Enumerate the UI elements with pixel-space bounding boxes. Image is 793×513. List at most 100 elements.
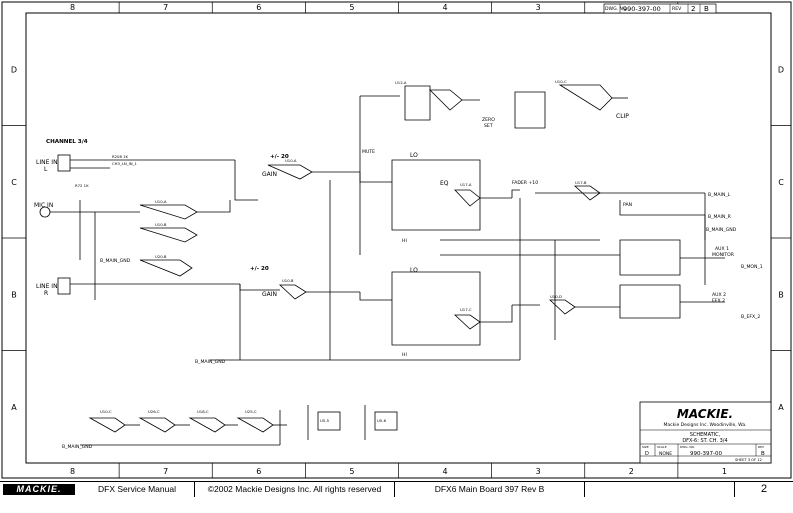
aux1-label-2: MONITOR bbox=[712, 252, 735, 258]
line-in-r-label-2: R bbox=[44, 290, 48, 297]
line-in-l-jack bbox=[57, 154, 71, 172]
eq-label: EQ bbox=[440, 180, 449, 187]
zone-column-label: 3 bbox=[536, 467, 541, 476]
rev-part-1: 2 bbox=[691, 5, 695, 13]
outer-frame bbox=[1, 1, 792, 479]
svg-text:U25-C: U25-C bbox=[245, 409, 257, 414]
title-sheet: SHEET 3 OF 12 bbox=[735, 458, 762, 462]
line-in-l-label-2: L bbox=[44, 166, 48, 173]
zone-column-label: 5 bbox=[349, 467, 354, 476]
title-brand: MACKIE. bbox=[677, 407, 733, 421]
svg-text:U10-B: U10-B bbox=[282, 278, 294, 283]
net-b-main-gnd-left: B_MAIN_GND bbox=[100, 258, 131, 264]
net-b-main-gnd-top: B_MAIN_GND bbox=[706, 227, 737, 233]
title-size-label: SIZE bbox=[642, 445, 649, 449]
hi-top-label: HI bbox=[402, 238, 407, 244]
zero-set-label-1: ZERO bbox=[482, 117, 495, 123]
title-doc-name: DFX-6: ST. CH. 3/4 bbox=[682, 438, 727, 444]
net-b-main-gnd-a: B_MAIN_GND bbox=[62, 444, 93, 450]
dwg-no-value: 990-397-00 bbox=[623, 5, 661, 13]
gain-bottom-label: GAIN bbox=[262, 291, 277, 298]
title-company: Mackie Designs Inc. Woodinville, Wa. bbox=[663, 422, 746, 428]
lo-bottom-label: LO bbox=[410, 267, 418, 274]
footer-copyright: ©2002 Mackie Designs Inc. All rights res… bbox=[195, 482, 395, 497]
svg-text:U26-C: U26-C bbox=[148, 409, 160, 414]
net-b-main-l: B_MAIN_L bbox=[708, 192, 731, 198]
ic-u5 bbox=[374, 411, 398, 431]
zone-row-label: A bbox=[11, 403, 17, 412]
aux2-label-1: AUX 2 bbox=[712, 292, 726, 298]
svg-text:CH3_LN_IN_1: CH3_LN_IN_1 bbox=[112, 161, 138, 166]
svg-text:U17-C: U17-C bbox=[460, 307, 472, 312]
zone-row-label: D bbox=[11, 65, 17, 74]
title-rev-label: REV bbox=[758, 445, 765, 449]
ic-u6 bbox=[317, 411, 341, 431]
aux2-label-2: EFX 2 bbox=[712, 298, 725, 304]
footer-manual: DFX Service Manual bbox=[80, 482, 195, 497]
svg-text:U10-D: U10-D bbox=[550, 294, 562, 299]
svg-text:U10-C: U10-C bbox=[555, 79, 567, 84]
zone-row-label: C bbox=[778, 178, 784, 187]
rev-part-2: B bbox=[704, 5, 709, 13]
zone-column-label: 6 bbox=[256, 467, 261, 476]
footer-board: DFX6 Main Board 397 Rev B bbox=[395, 482, 585, 497]
rev-label: REV bbox=[672, 6, 682, 12]
svg-text:U10-B: U10-B bbox=[155, 222, 167, 227]
net-b-main-r: B_MAIN_R bbox=[708, 214, 732, 220]
svg-text:U10-A: U10-A bbox=[285, 158, 297, 163]
mic-in-label: MIC IN bbox=[34, 202, 53, 209]
svg-text:U12-A: U12-A bbox=[395, 80, 407, 85]
svg-text:U10-C: U10-C bbox=[100, 409, 112, 414]
mute-label: MUTE bbox=[362, 149, 375, 155]
zone-column-label: 2 bbox=[629, 467, 634, 476]
svg-text:R72 1K: R72 1K bbox=[75, 183, 89, 188]
zone-column-label: 1 bbox=[722, 467, 727, 476]
net-b-main-gnd-bottom: B_MAIN_GND bbox=[195, 359, 226, 365]
svg-text:U5-5: U5-5 bbox=[320, 418, 330, 423]
svg-text:U18-C: U18-C bbox=[197, 409, 209, 414]
svg-text:U20-B: U20-B bbox=[155, 254, 167, 259]
zone-column-label: 8 bbox=[70, 467, 75, 476]
pan-label: PAN bbox=[623, 202, 632, 208]
svg-text:U17-A: U17-A bbox=[460, 182, 472, 187]
zero-set-label-2: SET bbox=[484, 123, 493, 129]
svg-text:U10-A: U10-A bbox=[155, 199, 167, 204]
svg-text:R208 1K: R208 1K bbox=[112, 154, 129, 159]
channel-title: CHANNEL 3/4 bbox=[46, 139, 88, 145]
svg-text:U17-B: U17-B bbox=[575, 180, 587, 185]
zone-row-label: B bbox=[778, 290, 784, 299]
page-footer: MACKIE. DFX Service Manual ©2002 Mackie … bbox=[0, 481, 793, 512]
title-block: MACKIE. Mackie Designs Inc. Woodinville,… bbox=[639, 401, 772, 464]
zone-column-label: 7 bbox=[163, 3, 168, 12]
zone-column-label: 6 bbox=[256, 3, 261, 12]
title-scale: NONE bbox=[659, 451, 672, 457]
hi-bottom-label: HI bbox=[402, 352, 407, 358]
footer-spacer bbox=[585, 482, 735, 497]
line-in-r-jack bbox=[57, 277, 71, 295]
line-in-l-label-1: LINE IN bbox=[36, 159, 58, 166]
zone-row-label: D bbox=[778, 65, 784, 74]
zone-row-label: A bbox=[778, 403, 784, 412]
zone-column-label: 8 bbox=[70, 3, 75, 12]
svg-text:U5-6: U5-6 bbox=[377, 418, 387, 423]
zone-column-label: 3 bbox=[536, 3, 541, 12]
lo-top-label: LO bbox=[410, 152, 418, 159]
db20-top-label: +/- 20 bbox=[270, 154, 289, 160]
zone-row-label: B bbox=[11, 290, 17, 299]
aux1-label-1: AUX 1 bbox=[715, 246, 729, 252]
title-doc-type: SCHEMATIC, bbox=[690, 432, 721, 438]
title-scale-label: SCALE bbox=[657, 445, 667, 449]
gain-top-label: GAIN bbox=[262, 171, 277, 178]
title-dwg-label: DWG. NO. bbox=[680, 445, 695, 449]
wiring bbox=[39, 84, 725, 446]
component-refs: R208 1K CH3_LN_IN_1 R72 1K U10-A U10-B U… bbox=[75, 79, 587, 423]
drawing-number-box: DWG. NO. 990-397-00 REV 2 B bbox=[603, 3, 717, 14]
db20-bottom-label: +/- 20 bbox=[250, 266, 269, 272]
title-rev: B bbox=[761, 451, 765, 457]
zone-column-label: 7 bbox=[163, 467, 168, 476]
title-dwg-no: 990-397-00 bbox=[690, 451, 722, 457]
title-size: D bbox=[645, 451, 649, 457]
net-b-efx-2: B_EFX_2 bbox=[741, 314, 760, 320]
zone-column-label: 4 bbox=[443, 3, 448, 12]
